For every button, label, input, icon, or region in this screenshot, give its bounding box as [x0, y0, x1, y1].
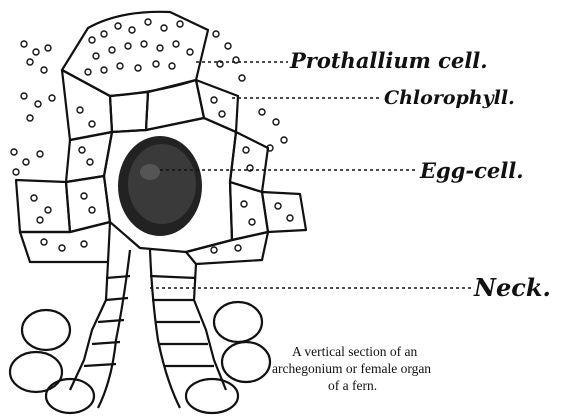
left-cell-3	[16, 180, 70, 232]
bottom-cell-2	[10, 352, 62, 392]
bottom-cell-3	[46, 379, 94, 413]
label-neck: Neck.	[473, 273, 551, 302]
basal-cell-right	[186, 232, 268, 264]
left-cell-1	[62, 70, 112, 140]
caption-line-2: archegonium or female organ	[272, 360, 558, 377]
basal-cell-left	[20, 222, 110, 262]
neck-canal-right	[150, 250, 180, 408]
neck-canal-left	[98, 250, 130, 408]
label-prothallium-cell: Prothallium cell.	[289, 48, 488, 73]
bottom-cell-1	[22, 310, 70, 350]
caption-line-1: A vertical section of an	[272, 343, 558, 360]
neck-right-wall	[194, 264, 226, 390]
upper-cell-mid	[146, 80, 204, 130]
bottom-cell-6	[186, 379, 238, 413]
caption-line-3: of a fern.	[272, 377, 558, 394]
egg-cell	[118, 136, 202, 236]
bottom-cell-4	[214, 302, 262, 342]
upper-cell-left	[110, 92, 148, 132]
figure-caption: A vertical section of an archegonium or …	[272, 343, 558, 394]
bottom-cell-5	[222, 342, 270, 382]
label-chlorophyll: Chlorophyll.	[384, 87, 515, 109]
neck-left-wall	[70, 262, 108, 390]
label-egg-cell: Egg-cell.	[419, 158, 524, 183]
right-cell-2	[262, 192, 306, 232]
